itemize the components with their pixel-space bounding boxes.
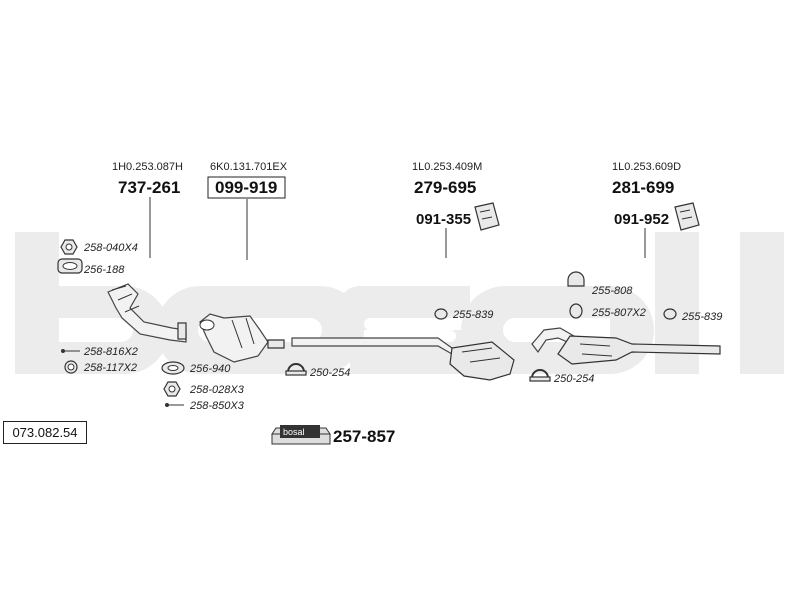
oem-number-2: 6K0.131.701EX: [210, 161, 288, 173]
gasket-hole-icon: [167, 365, 179, 371]
clamp-bar-icon: [285, 370, 307, 376]
nut-hole-icon: [168, 385, 176, 393]
oem-number-3: 1L0.253.409M: [412, 161, 482, 173]
part-number-1[interactable]: 737-261: [118, 178, 180, 197]
part-number-box: [207, 176, 286, 199]
label-hanger-top: 255-808: [591, 285, 633, 297]
catalytic-converter-part[interactable]: [199, 313, 285, 363]
part-number-3[interactable]: 279-695: [414, 178, 476, 197]
oem-number-1: 1H0.253.087H: [112, 161, 183, 173]
rubber-ring-icon: [434, 308, 448, 320]
clamp-bar-icon: [529, 376, 551, 382]
mounting-kit-brand: bosal: [283, 427, 305, 437]
clamp-icon: [287, 363, 305, 373]
front-pipe-part[interactable]: [107, 283, 187, 343]
nut-icon: [60, 239, 78, 255]
label-clamp-mid: 250-254: [309, 367, 350, 379]
oem-number-4: 1L0.253.609D: [612, 161, 681, 173]
rear-silencer-part[interactable]: [531, 327, 721, 365]
clamp-icon: [531, 369, 549, 379]
label-gasket-left: 256-188: [83, 264, 125, 276]
clamp-number-2[interactable]: 091-952: [614, 211, 669, 228]
part-number-4[interactable]: 281-699: [612, 178, 674, 197]
clamp-bracket-icon: [474, 202, 500, 231]
label-hanger-mid: 255-807X2: [591, 307, 646, 319]
label-gasket-mid: 256-940: [189, 363, 231, 375]
mounting-kit-icon: bosal: [271, 425, 331, 445]
clamp-number-1[interactable]: 091-355: [416, 211, 471, 228]
label-bolt-a: 258-816X2: [83, 346, 138, 358]
label-ring-mid: 255-839: [452, 309, 493, 321]
bolt-head-icon: [165, 403, 169, 407]
label-clamp-right: 250-254: [553, 373, 594, 385]
label-ring-right: 255-839: [681, 311, 722, 323]
ring-hole-icon: [67, 363, 75, 371]
assembly-number-box: 073.082.54: [3, 421, 87, 444]
part-number-2[interactable]: 099-919: [215, 178, 277, 197]
mounting-kit-number[interactable]: 257-857: [333, 427, 395, 446]
label-nut-left: 258-040X4: [83, 242, 138, 254]
label-ring-a: 258-117X2: [83, 362, 137, 374]
label-nut-mid: 258-028X3: [189, 384, 245, 396]
label-bolt-mid: 258-850X3: [189, 400, 245, 412]
rubber-ring-icon: [663, 308, 677, 320]
clamp-bracket-icon: [674, 202, 700, 231]
middle-silencer-part[interactable]: [291, 337, 515, 381]
hanger-icon: [567, 271, 585, 287]
gasket-icon: [57, 258, 83, 274]
bolt-head-icon: [61, 349, 65, 353]
hanger-ring-icon: [569, 303, 583, 319]
